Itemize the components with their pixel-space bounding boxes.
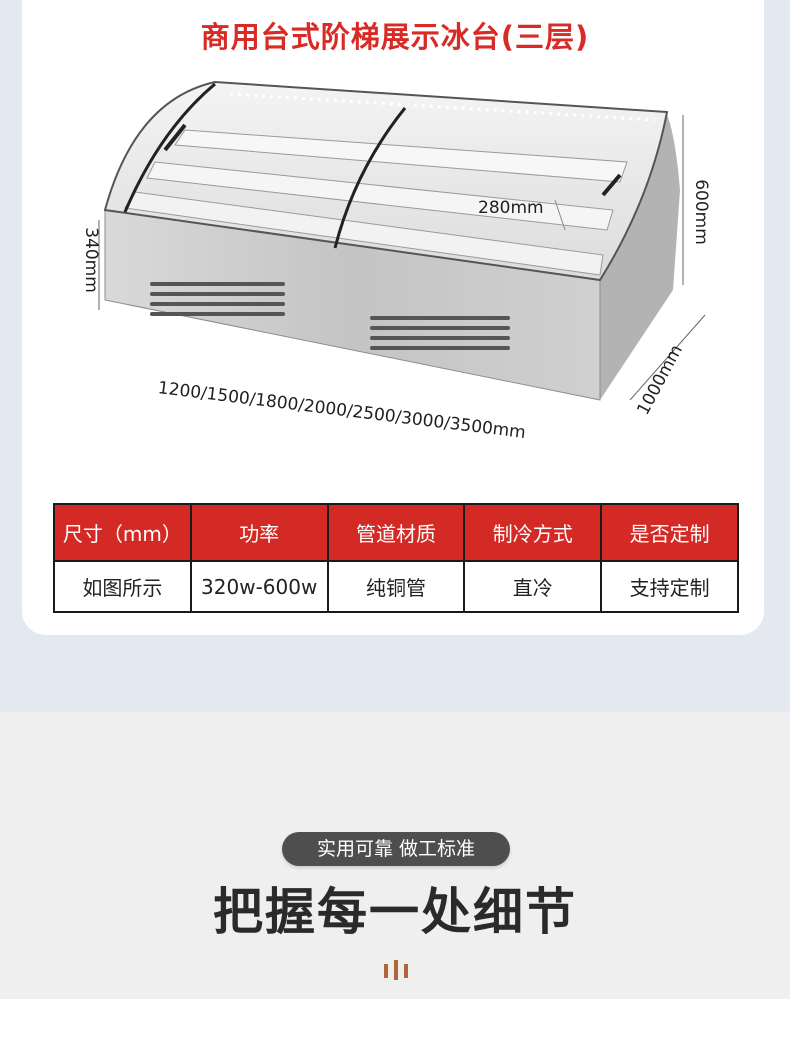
header-pipe-material: 管道材质 — [326, 503, 466, 562]
header-power: 功率 — [189, 503, 329, 562]
header-cooling-method: 制冷方式 — [463, 503, 603, 562]
cell-pipe-material: 纯铜管 — [326, 560, 466, 613]
detail-heading: 把握每一处细节 — [213, 883, 577, 941]
header-customizable: 是否定制 — [600, 503, 739, 562]
header-size: 尺寸（mm） — [53, 503, 192, 562]
display-cabinet-image — [98, 80, 706, 401]
detail-tag-badge: 实用可靠 做工标准 — [282, 832, 510, 866]
bottom-strip — [0, 999, 790, 1057]
detail-section: 实用可靠 做工标准 把握每一处细节 — [0, 712, 790, 999]
page-title: 商用台式阶梯展示冰台(三层) — [200, 20, 590, 54]
decor-mark-left — [384, 964, 388, 978]
cell-cooling-method: 直冷 — [463, 560, 603, 613]
decor-mark-center — [394, 960, 398, 980]
cell-power: 320w-600w — [189, 560, 329, 613]
step-height-label: 280mm — [478, 198, 544, 218]
height-right-label: 600mm — [690, 179, 711, 245]
cell-size: 如图所示 — [53, 560, 192, 613]
decor-mark-right — [404, 964, 408, 978]
spec-table: 尺寸（mm） 功率 管道材质 制冷方式 是否定制 如图所示 320w-600w … — [53, 503, 739, 613]
table-header-row: 尺寸（mm） 功率 管道材质 制冷方式 是否定制 — [53, 503, 739, 562]
cell-customizable: 支持定制 — [600, 560, 739, 613]
table-row: 如图所示 320w-600w 纯铜管 直冷 支持定制 — [53, 560, 739, 613]
height-left-label: 340mm — [80, 227, 101, 293]
